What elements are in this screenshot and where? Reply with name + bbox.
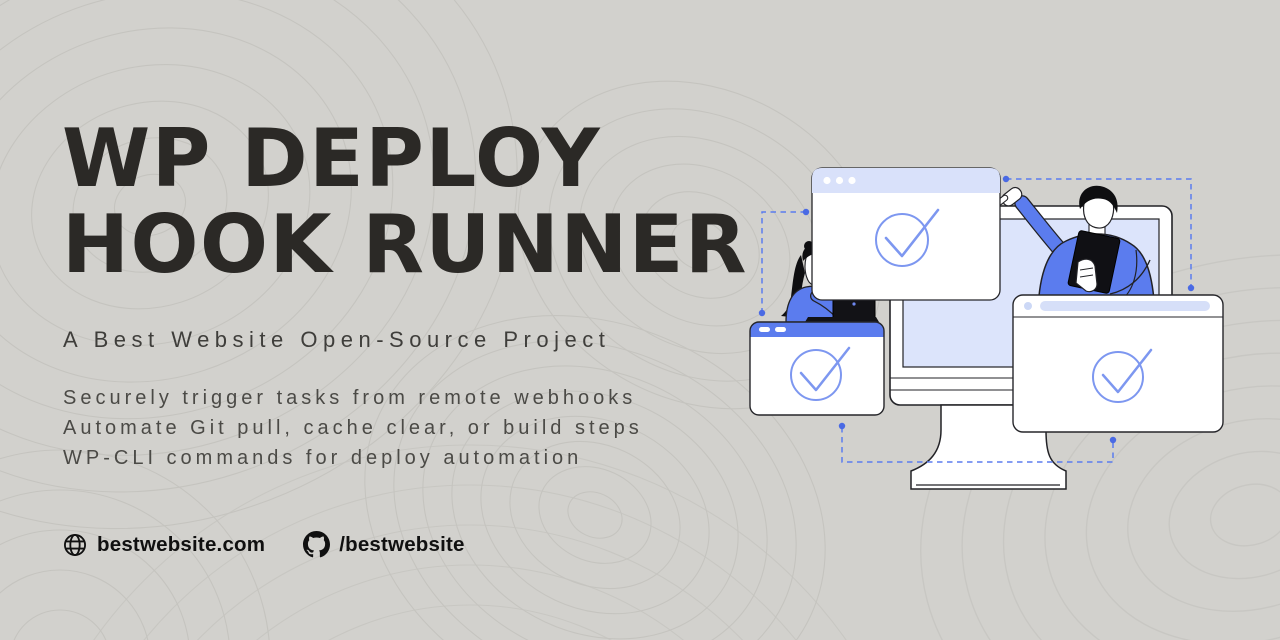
contour-group-top-left (0, 0, 518, 530)
window-header (750, 322, 884, 337)
browser-window-right (1012, 294, 1224, 433)
check-circle-icon (1092, 348, 1153, 403)
contour-group-bottom-left (0, 449, 270, 640)
laptop-logo-dot (852, 302, 856, 306)
feature-list: Securely trigger tasks from remote webho… (63, 383, 643, 473)
feature-line: Automate Git pull, cache clear, or build… (63, 417, 643, 439)
browser-window-small (749, 321, 885, 416)
man-hair (1079, 185, 1118, 213)
github-link[interactable]: /bestwebsite (303, 531, 464, 558)
contour-group-center (364, 315, 826, 640)
window-header (812, 168, 1000, 193)
website-label: bestwebsite.com (97, 532, 266, 556)
title-line-2: HOOK RUNNER (62, 198, 749, 291)
browser-window-main (811, 167, 1001, 301)
feature-line: WP-CLI commands for deploy automation (63, 447, 583, 469)
github-label: /bestwebsite (339, 532, 465, 556)
website-link[interactable]: bestwebsite.com (62, 532, 265, 558)
webhook-connector-bottom (838, 422, 1117, 463)
title-line-1: WP DEPLOY (62, 112, 602, 205)
check-circle-icon (875, 208, 940, 267)
page-title: WP DEPLOY HOOK RUNNER (62, 116, 748, 288)
deploy-illustration (749, 167, 1224, 490)
window-dots (823, 176, 856, 185)
github-icon (303, 531, 331, 558)
feature-line: Securely trigger tasks from remote webho… (63, 387, 637, 409)
project-subtitle: A Best Website Open-Source Project (63, 327, 611, 352)
holding-hand (1075, 258, 1098, 293)
check-circle-icon (790, 346, 851, 401)
window-dot (1024, 302, 1032, 310)
footer: bestwebsite.com /bestwebsite (62, 531, 465, 558)
webhook-connector-left (758, 208, 810, 317)
webhook-connector-right (1002, 175, 1195, 292)
globe-icon (64, 533, 86, 556)
contour-group-bottom-center (93, 444, 847, 640)
address-bar (1040, 301, 1210, 311)
